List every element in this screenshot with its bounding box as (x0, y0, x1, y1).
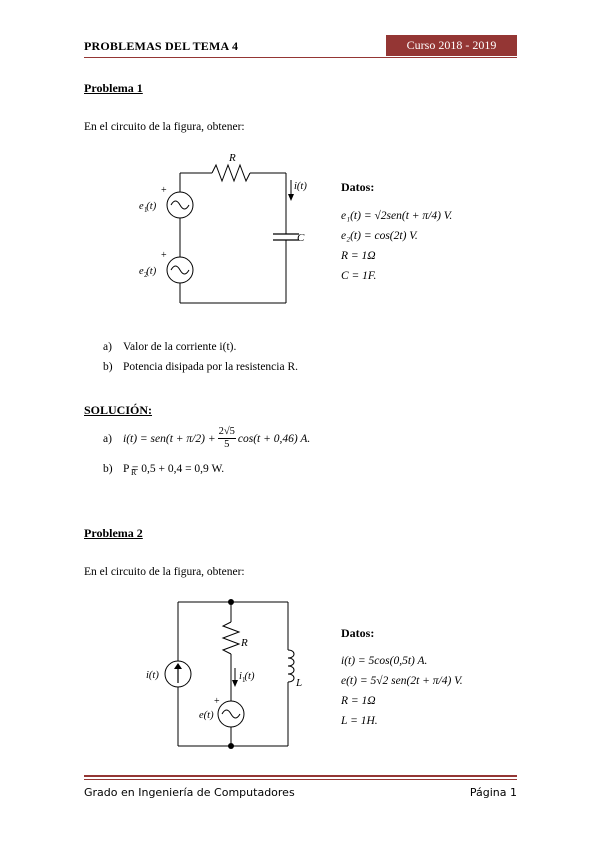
label-e1-sub: 1 (144, 206, 148, 214)
label-e: e(t) (199, 710, 214, 721)
solution-a-label: a) (103, 432, 112, 445)
datos-e1: e₁(t) = √2sen(t + π/4) V. (341, 210, 453, 222)
solution-title: SOLUCIÓN: (84, 403, 153, 417)
label-i1: i (t) (239, 671, 255, 682)
header-course-badge: Curso 2018 - 2019 (386, 35, 517, 56)
datos2-e: e(t) = 5√2 sen(2t + π/4) V. (341, 675, 463, 687)
label-i1-sub: 1 (242, 676, 246, 684)
solution-b-sub: R (131, 468, 137, 477)
label-i: i(t) (294, 181, 307, 192)
datos2-R: R = 1Ω (341, 695, 376, 707)
datos-e2: e₂(t) = cos(2t) V. (341, 230, 418, 242)
solution-b-text: P = 0,5 + 0,4 = 0,9 W.R (123, 463, 225, 477)
solution-a-rhs: cos(t + 0,46) A. (237, 432, 311, 445)
label-R: R (228, 152, 236, 164)
problem2-datos-list: i(t) = 5cos(0,5t) A. e(t) = 5√2 sen(2t +… (341, 651, 463, 731)
footer-page-number: Página 1 (469, 786, 517, 799)
footer-degree: Grado en Ingeniería de Computadores (84, 786, 295, 799)
problem1-title: Problema 1 (84, 81, 143, 95)
datos-R: R = 1Ω (341, 250, 376, 262)
problem2-datos-title: Datos: (341, 626, 375, 640)
problem1-datos-list: e₁(t) = √2sen(t + π/4) V. e₂(t) = cos(2t… (341, 206, 452, 286)
solution-b: b) P = 0,5 + 0,4 = 0,9 W.R (103, 463, 225, 477)
question-a: a) Valor de la corriente i(t). (103, 341, 236, 353)
question-b-label: b) (103, 361, 113, 373)
question-b: b) Potencia disipada por la resistencia R… (103, 361, 298, 373)
datos-C: C = 1F. (341, 270, 377, 282)
problem1-datos-title: Datos: (341, 180, 375, 194)
solution-a: a) i(t) = sen(t + π/2) + 2√5 5 cos(t + 0… (103, 426, 310, 451)
footer-divider-thin (84, 779, 517, 780)
footer-divider-thick (84, 775, 517, 777)
datos2-i: i(t) = 5cos(0,5t) A. (341, 655, 428, 667)
label-C: C (297, 232, 305, 244)
problem1-intro: En el circuito de la figura, obtener: (84, 121, 245, 133)
solution-a-fraction: 2√5 5 (217, 426, 236, 451)
solution-b-value: P = 0,5 + 0,4 = 0,9 W. (123, 463, 225, 475)
header-title: PROBLEMAS DEL TEMA 4 (84, 39, 239, 53)
plus-e: + (214, 696, 220, 707)
header-course-text: Curso 2018 - 2019 (406, 38, 497, 52)
circuit-figure-2: R i (t) 1 L i(t) e(t) + (146, 599, 302, 749)
label-R2: R (240, 637, 248, 649)
label-L: L (295, 677, 302, 689)
solution-b-label: b) (103, 463, 113, 475)
label-e1: e (t) (139, 201, 157, 212)
solution-a-lhs: i(t) = sen(t + π/2) + (123, 432, 216, 445)
header-divider (84, 57, 517, 58)
label-i-source: i(t) (146, 670, 159, 681)
plus-e1: + (161, 185, 167, 196)
inductor-L-symbol (287, 649, 295, 683)
circuit-figure-1: R i(t) C + + e (t) 1 e (t) 2 (139, 152, 307, 304)
current-source-symbol (164, 660, 192, 688)
label-e2: e (t) (139, 266, 157, 277)
question-b-text: Potencia disipada por la resistencia R. (123, 361, 299, 373)
problem2-intro: En el circuito de la figura, obtener: (84, 566, 245, 578)
label-e2-sub: 2 (144, 271, 148, 279)
plus-e2: + (161, 250, 167, 261)
question-a-label: a) (103, 341, 112, 353)
resistor-R2-symbol (221, 621, 241, 655)
resistor-R-symbol (211, 163, 251, 183)
solution-a-frac-num: 2√5 (217, 426, 236, 439)
datos2-L: L = 1H. (341, 715, 378, 727)
problem2-title: Problema 2 (84, 526, 143, 540)
solution-a-frac-den: 5 (224, 439, 230, 450)
question-a-text: Valor de la corriente i(t). (123, 341, 237, 353)
